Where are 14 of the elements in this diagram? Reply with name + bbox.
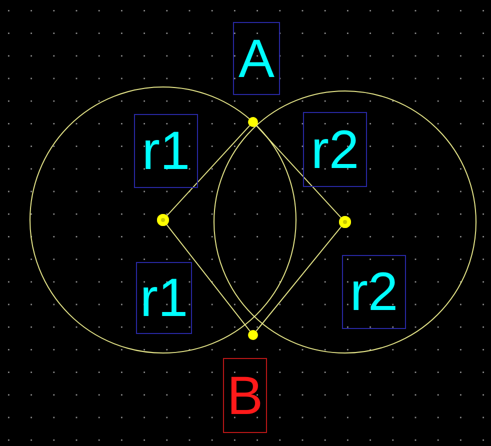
point-label: B: [223, 358, 267, 433]
line: [166, 224, 250, 332]
point-label: r1: [136, 262, 192, 334]
point-label: r1: [134, 114, 198, 188]
center-point: [339, 216, 351, 228]
intersection-point: [248, 330, 258, 340]
point-label: A: [233, 22, 280, 95]
line: [256, 125, 342, 218]
line: [166, 125, 250, 216]
point-label: r2: [303, 112, 367, 187]
center-point: [157, 214, 169, 226]
point-label: r2: [342, 255, 406, 329]
intersection-point: [248, 117, 258, 127]
line: [256, 226, 342, 332]
